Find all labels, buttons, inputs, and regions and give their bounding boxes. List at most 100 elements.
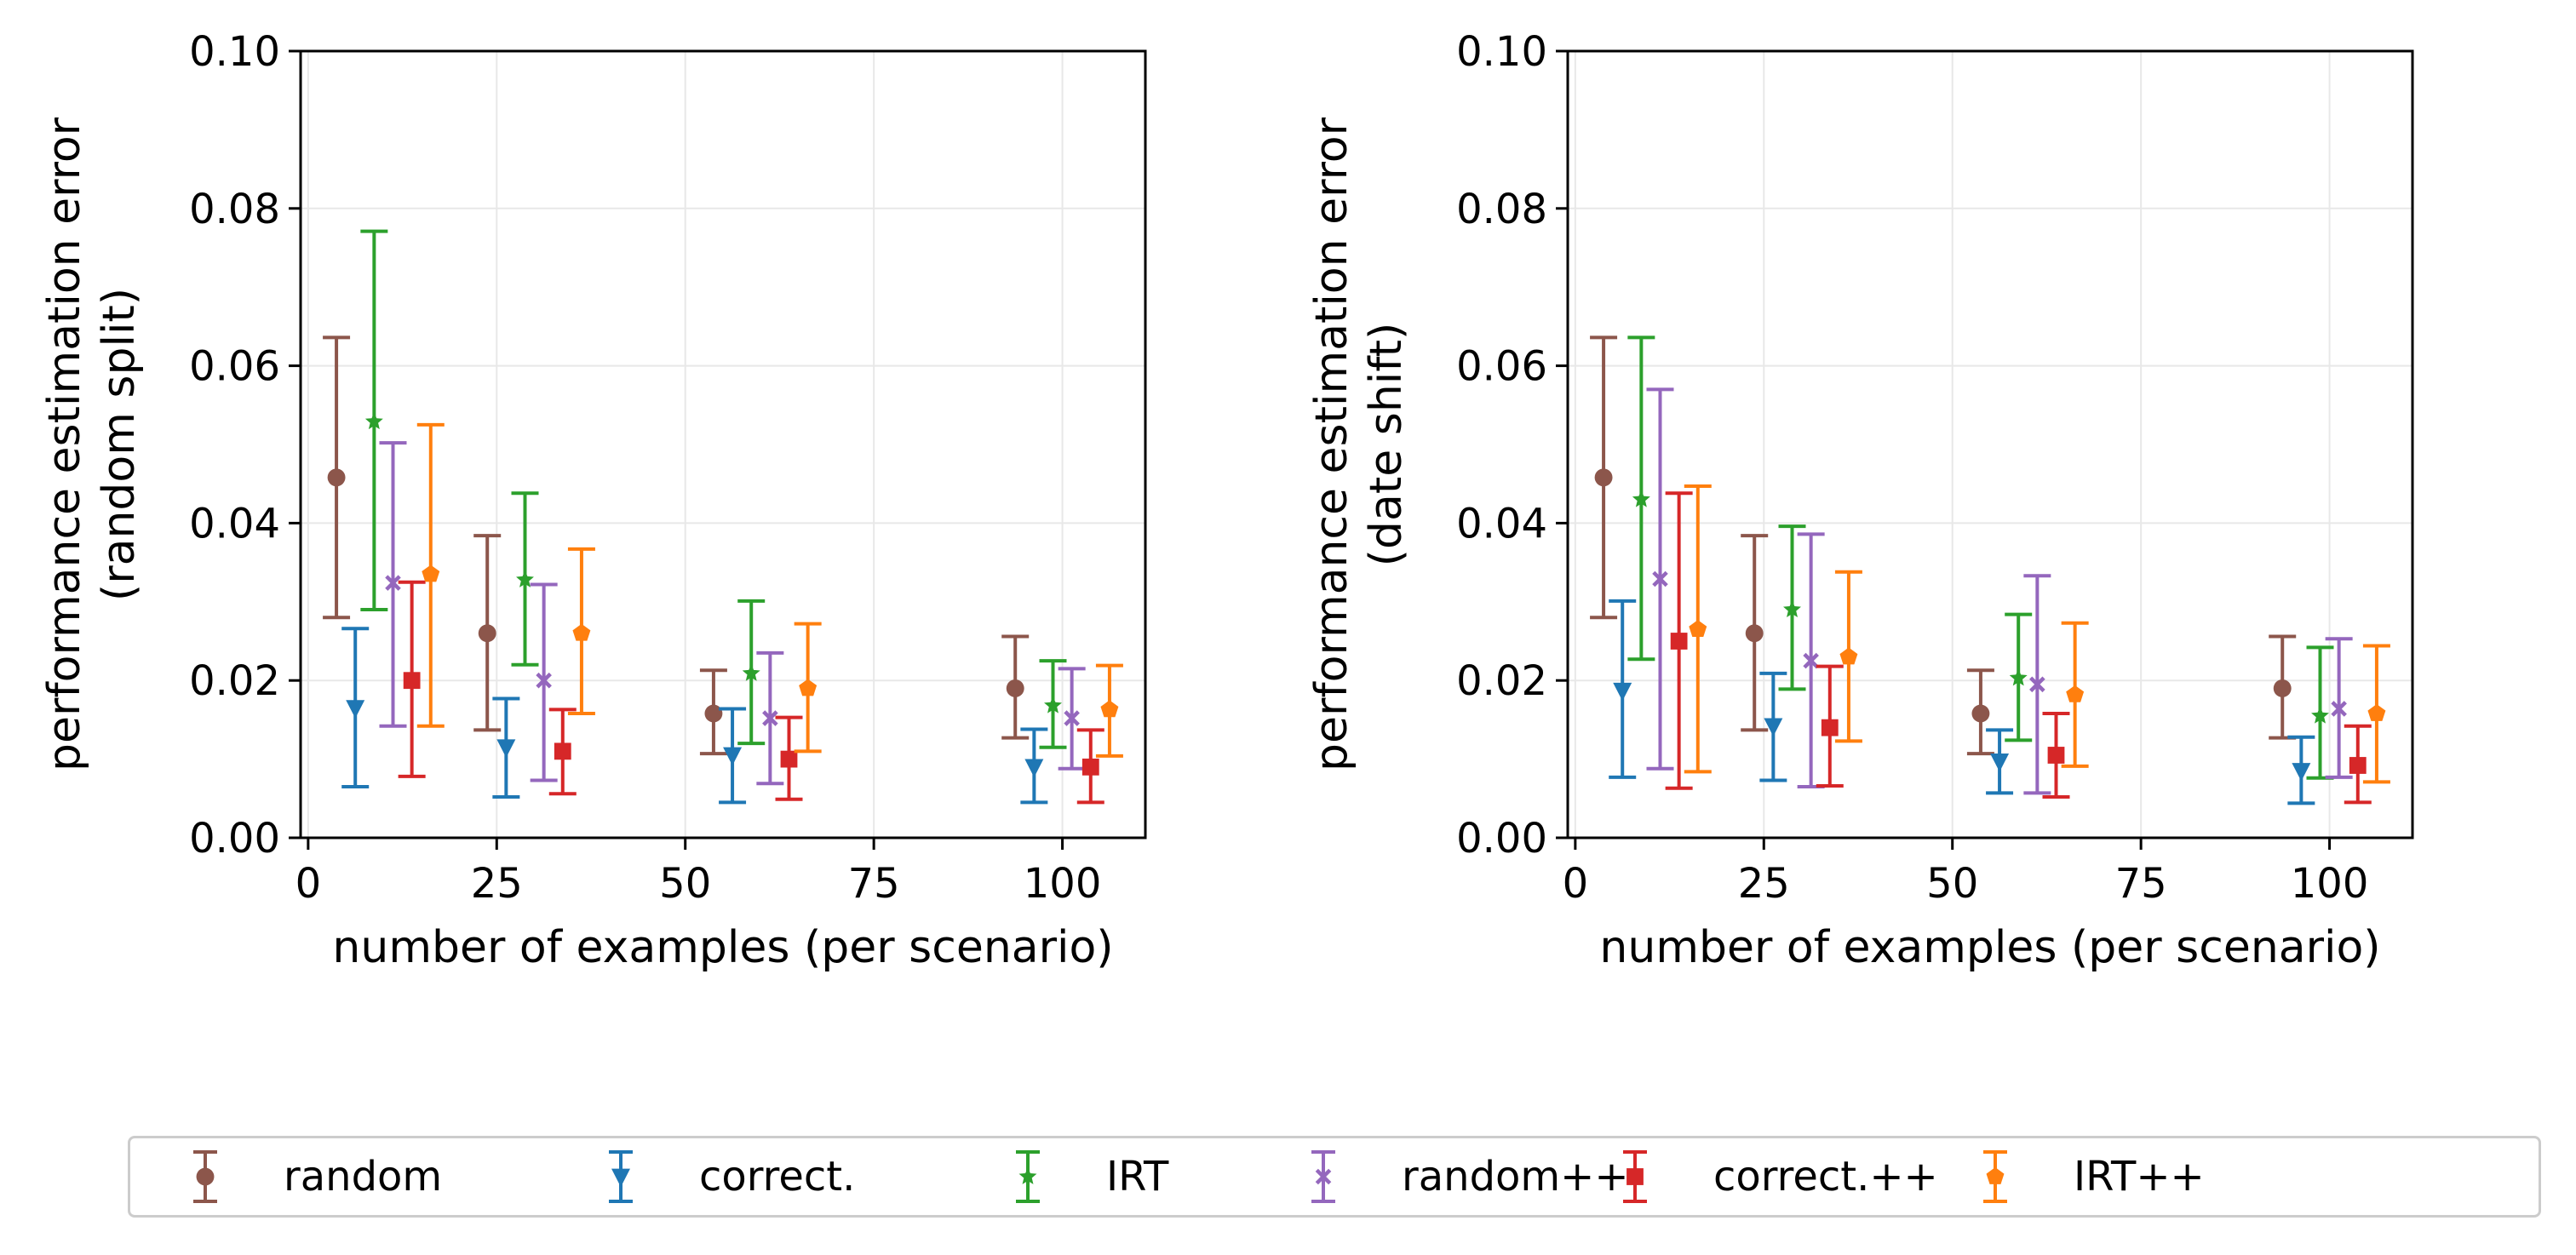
data-point bbox=[1803, 652, 1819, 669]
data-point bbox=[346, 700, 365, 719]
y-tick-label: 0.04 bbox=[1456, 500, 1547, 547]
data-point bbox=[1594, 468, 1613, 487]
data-point bbox=[2009, 668, 2028, 686]
data-point bbox=[422, 564, 440, 582]
legend-label: random++ bbox=[1402, 1153, 1629, 1201]
y-axis-label-line-2: (random split) bbox=[94, 288, 145, 601]
series-correct. bbox=[341, 627, 1048, 805]
gridlines bbox=[301, 50, 1145, 839]
legend-marker bbox=[611, 1168, 630, 1188]
legend-marker bbox=[1315, 1168, 1332, 1185]
data-point bbox=[2047, 747, 2065, 764]
data-point bbox=[1652, 570, 1668, 587]
series-correct.++ bbox=[398, 580, 1104, 805]
y-tick-label: 0.08 bbox=[1456, 186, 1547, 233]
data-point bbox=[2349, 757, 2367, 774]
data-point bbox=[762, 710, 778, 726]
legend-item-correct.: correct. bbox=[587, 1138, 961, 1215]
legend-marker bbox=[1986, 1167, 2005, 1184]
y-tick-label: 0.00 bbox=[1456, 815, 1547, 862]
series-random bbox=[323, 335, 1030, 756]
x-tick-label: 100 bbox=[1024, 860, 1102, 908]
data-point bbox=[1044, 696, 1062, 713]
y-tick-label: 0.10 bbox=[189, 28, 280, 76]
legend-label: correct. bbox=[699, 1153, 856, 1201]
x-tick-label: 100 bbox=[2291, 860, 2369, 908]
data-point bbox=[1100, 700, 1119, 718]
series-random++ bbox=[1646, 387, 2353, 795]
y-tick-label: 0.06 bbox=[1456, 343, 1547, 391]
y-tick-label: 0.06 bbox=[189, 343, 280, 391]
legend-item-IRT: IRT bbox=[994, 1138, 1368, 1215]
legend-item-random++: random++ bbox=[1289, 1138, 1664, 1215]
series-random bbox=[1590, 335, 2297, 756]
axes-frame bbox=[299, 49, 1147, 840]
data-point bbox=[403, 672, 421, 690]
y-tick-label: 0.08 bbox=[189, 186, 280, 233]
data-point bbox=[2367, 704, 2386, 721]
x-tick-label: 50 bbox=[1926, 860, 1978, 908]
legend-item-correct.++: correct.++ bbox=[1601, 1138, 1976, 1215]
data-point bbox=[799, 679, 818, 696]
data-point bbox=[1990, 754, 2010, 772]
legend-label: IRT bbox=[1106, 1153, 1169, 1201]
y-tick-label: 0.02 bbox=[1456, 657, 1547, 705]
data-point bbox=[2029, 676, 2045, 693]
data-point bbox=[385, 575, 401, 591]
data-point bbox=[1024, 759, 1044, 777]
data-point bbox=[1745, 624, 1764, 643]
data-point bbox=[704, 704, 723, 723]
data-point bbox=[327, 468, 346, 487]
data-point bbox=[1613, 682, 1632, 702]
x-tick-label: 50 bbox=[659, 860, 711, 908]
legend-item-IRT++: IRT++ bbox=[1961, 1138, 2336, 1215]
data-point bbox=[554, 742, 571, 760]
data-point bbox=[1839, 647, 1858, 665]
y-axis-label-line-1: performance estimation error bbox=[39, 117, 90, 771]
x-tick-label: 25 bbox=[1738, 860, 1790, 908]
y-tick-label: 0.10 bbox=[1456, 28, 1547, 76]
data-point bbox=[2066, 685, 2085, 702]
data-point bbox=[1783, 600, 1801, 617]
data-point bbox=[1764, 718, 1783, 736]
gridlines bbox=[1568, 50, 2412, 839]
x-tick-label: 25 bbox=[471, 860, 523, 908]
x-tick-label: 0 bbox=[1563, 860, 1589, 908]
axes-frame bbox=[1566, 49, 2414, 840]
y-axis-label-line-1: performance estimation error bbox=[1306, 117, 1357, 771]
series-IRT bbox=[1627, 335, 2334, 780]
legend-marker bbox=[1018, 1167, 1037, 1184]
data-point bbox=[1689, 620, 1707, 638]
y-tick-label: 0.00 bbox=[189, 815, 280, 862]
data-point bbox=[2292, 763, 2311, 782]
legend-label: IRT++ bbox=[2074, 1153, 2205, 1201]
legend-symbol bbox=[193, 1150, 217, 1203]
legend-label: random bbox=[284, 1153, 443, 1201]
x-axis-label: number of examples (per scenario) bbox=[332, 922, 1113, 973]
legend-symbol bbox=[1016, 1150, 1040, 1203]
data-point bbox=[1821, 719, 1839, 736]
legend-label: correct.++ bbox=[1713, 1153, 1938, 1201]
data-point bbox=[364, 412, 383, 430]
x-tick-label: 0 bbox=[295, 860, 322, 908]
data-point bbox=[780, 750, 798, 768]
data-point bbox=[1670, 633, 1688, 650]
series-random++ bbox=[379, 441, 1086, 786]
legend-marker bbox=[1626, 1168, 1644, 1185]
legend: random correct. IRT random++ correct.++ IRT++ bbox=[128, 1136, 2541, 1218]
legend-symbol bbox=[1311, 1150, 1335, 1203]
legend-symbol bbox=[1623, 1150, 1647, 1203]
data-point bbox=[1081, 758, 1099, 776]
legend-symbol bbox=[609, 1150, 633, 1203]
series-IRT++ bbox=[1684, 484, 2390, 784]
series-correct. bbox=[1609, 599, 2315, 805]
y-axis-label-line-2: (date shift) bbox=[1361, 323, 1412, 567]
y-tick-label: 0.04 bbox=[189, 500, 280, 547]
series-correct.++ bbox=[1665, 491, 2372, 805]
legend-item-random: random bbox=[171, 1138, 546, 1215]
data-point bbox=[742, 663, 760, 681]
data-point bbox=[516, 570, 534, 587]
data-point bbox=[2331, 701, 2347, 717]
x-axis-label: number of examples (per scenario) bbox=[1599, 922, 2380, 973]
